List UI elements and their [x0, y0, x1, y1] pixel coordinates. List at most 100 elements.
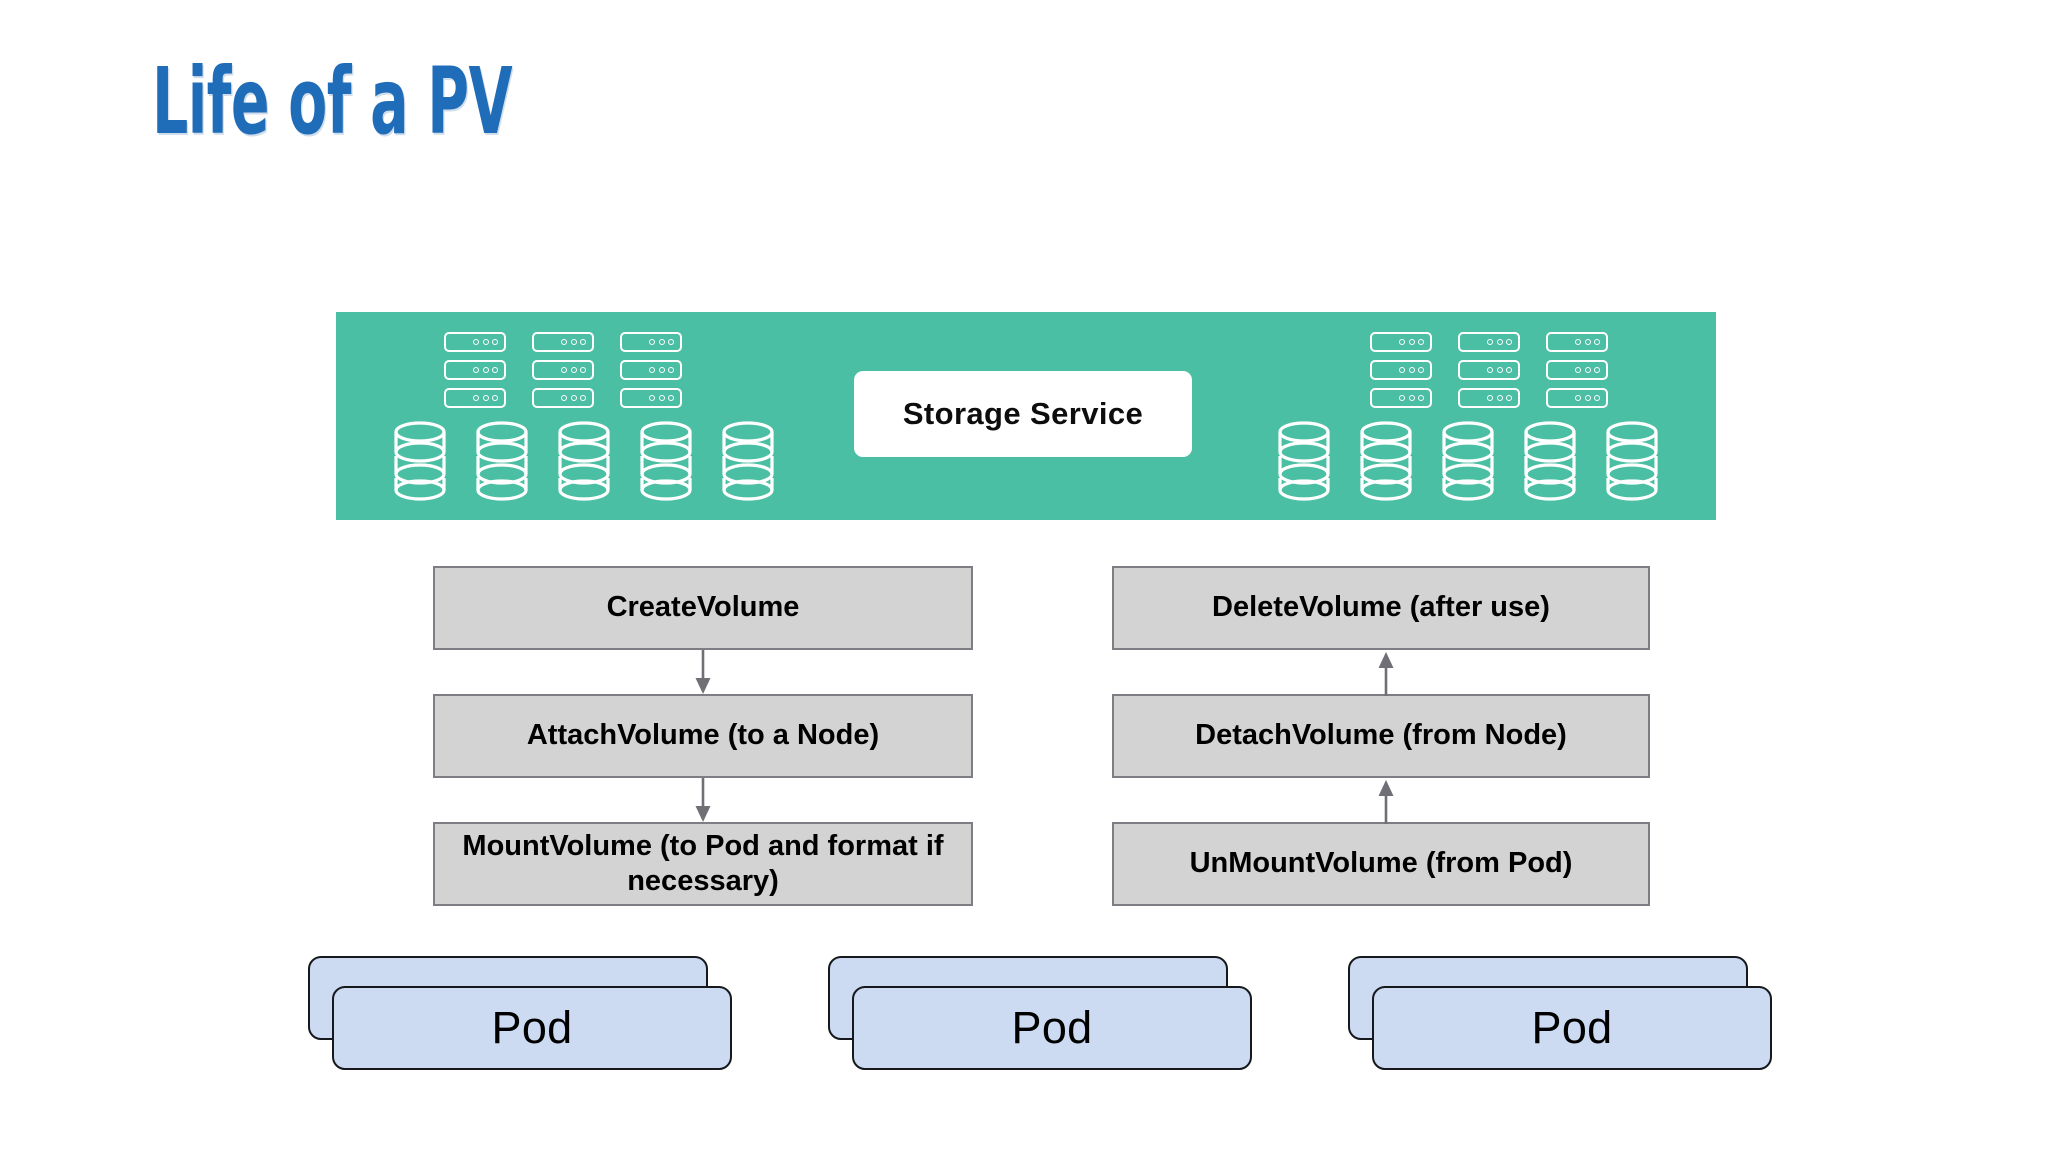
server-rack-icon [444, 360, 506, 380]
pod-card-front[interactable]: Pod [852, 986, 1252, 1070]
rack-led-icon [1584, 339, 1591, 345]
rack-led-icon [1594, 367, 1600, 373]
server-rack-icon [1370, 360, 1432, 380]
flow-step-detach-volume[interactable]: DetachVolume (from Node) [1112, 694, 1650, 778]
rack-column [1458, 332, 1520, 408]
pod-card-front[interactable]: Pod [1372, 986, 1772, 1070]
rack-led-icon [1594, 339, 1600, 345]
server-rack-icon [1546, 360, 1608, 380]
rack-led-icon [1575, 367, 1581, 373]
rack-column [444, 332, 506, 408]
rack-led-icon [580, 339, 586, 345]
rack-led-icon [658, 395, 665, 401]
rack-led-icon [658, 367, 665, 373]
rack-led-icon [658, 339, 665, 345]
rack-led-icon [1418, 395, 1424, 401]
server-rack-icon [532, 388, 594, 408]
rack-led-icon [1408, 367, 1415, 373]
rack-led-icon [1487, 367, 1493, 373]
database-cylinder-icon [640, 421, 692, 501]
rack-led-icon [1487, 395, 1493, 401]
page-title: Life of a PV [152, 48, 513, 155]
rack-led-icon [1399, 339, 1405, 345]
rack-led-icon [473, 367, 479, 373]
rack-led-icon [1496, 395, 1503, 401]
rack-column [1546, 332, 1608, 408]
rack-led-icon [649, 395, 655, 401]
rack-led-icon [649, 339, 655, 345]
arrow-up-detach-to-delete [1378, 652, 1394, 696]
rack-led-icon [492, 367, 498, 373]
flow-step-delete-volume[interactable]: DeleteVolume (after use) [1112, 566, 1650, 650]
flow-step-create-volume[interactable]: CreateVolume [433, 566, 973, 650]
rack-group-left [444, 332, 682, 408]
rack-column [532, 332, 594, 408]
rack-led-icon [649, 367, 655, 373]
database-cylinder-icon [1524, 421, 1576, 501]
database-cylinder-icon [394, 421, 446, 501]
server-rack-icon [444, 332, 506, 352]
server-rack-icon [1546, 332, 1608, 352]
database-cylinder-icon [1278, 421, 1330, 501]
rack-led-icon [1584, 395, 1591, 401]
server-rack-icon [532, 332, 594, 352]
rack-led-icon [570, 339, 577, 345]
rack-led-icon [561, 367, 567, 373]
rack-led-icon [1418, 339, 1424, 345]
rack-led-icon [570, 395, 577, 401]
rack-led-icon [482, 367, 489, 373]
rack-led-icon [580, 395, 586, 401]
rack-led-icon [1506, 395, 1512, 401]
rack-led-icon [561, 395, 567, 401]
rack-led-icon [1496, 367, 1503, 373]
pod-card-front[interactable]: Pod [332, 986, 732, 1070]
rack-led-icon [1575, 395, 1581, 401]
rack-led-icon [473, 339, 479, 345]
storage-service-label: Storage Service [854, 371, 1192, 457]
database-group-left [392, 420, 776, 502]
flow-step-mount-volume[interactable]: MountVolume (to Pod and format if necess… [433, 822, 973, 906]
rack-led-icon [1399, 395, 1405, 401]
server-rack-icon [1370, 388, 1432, 408]
server-rack-icon [1458, 388, 1520, 408]
rack-led-icon [561, 339, 567, 345]
rack-led-icon [1594, 395, 1600, 401]
server-rack-icon [1458, 360, 1520, 380]
server-rack-icon [444, 388, 506, 408]
rack-led-icon [1408, 339, 1415, 345]
server-rack-icon [532, 360, 594, 380]
rack-led-icon [1408, 395, 1415, 401]
server-rack-icon [1370, 332, 1432, 352]
rack-led-icon [473, 395, 479, 401]
rack-led-icon [482, 395, 489, 401]
arrow-down-create-to-attach [695, 650, 711, 694]
rack-led-icon [668, 395, 674, 401]
rack-led-icon [668, 367, 674, 373]
rack-led-icon [492, 395, 498, 401]
database-cylinder-icon [722, 421, 774, 501]
flow-step-unmount-volume[interactable]: UnMountVolume (from Pod) [1112, 822, 1650, 906]
database-cylinder-icon [1360, 421, 1412, 501]
database-cylinder-icon [1606, 421, 1658, 501]
database-cylinder-icon [476, 421, 528, 501]
database-cylinder-icon [1442, 421, 1494, 501]
rack-led-icon [1487, 339, 1493, 345]
rack-led-icon [482, 339, 489, 345]
rack-led-icon [492, 339, 498, 345]
rack-led-icon [1584, 367, 1591, 373]
flow-step-attach-volume[interactable]: AttachVolume (to a Node) [433, 694, 973, 778]
server-rack-icon [620, 388, 682, 408]
database-group-right [1276, 420, 1660, 502]
rack-led-icon [668, 339, 674, 345]
rack-column [1370, 332, 1432, 408]
server-rack-icon [1546, 388, 1608, 408]
arrow-down-attach-to-mount [695, 778, 711, 822]
rack-column [620, 332, 682, 408]
arrow-up-unmount-to-detach [1378, 780, 1394, 824]
storage-band [336, 312, 1716, 520]
server-rack-icon [1458, 332, 1520, 352]
rack-led-icon [1575, 339, 1581, 345]
rack-led-icon [1506, 367, 1512, 373]
server-rack-icon [620, 332, 682, 352]
server-rack-icon [620, 360, 682, 380]
